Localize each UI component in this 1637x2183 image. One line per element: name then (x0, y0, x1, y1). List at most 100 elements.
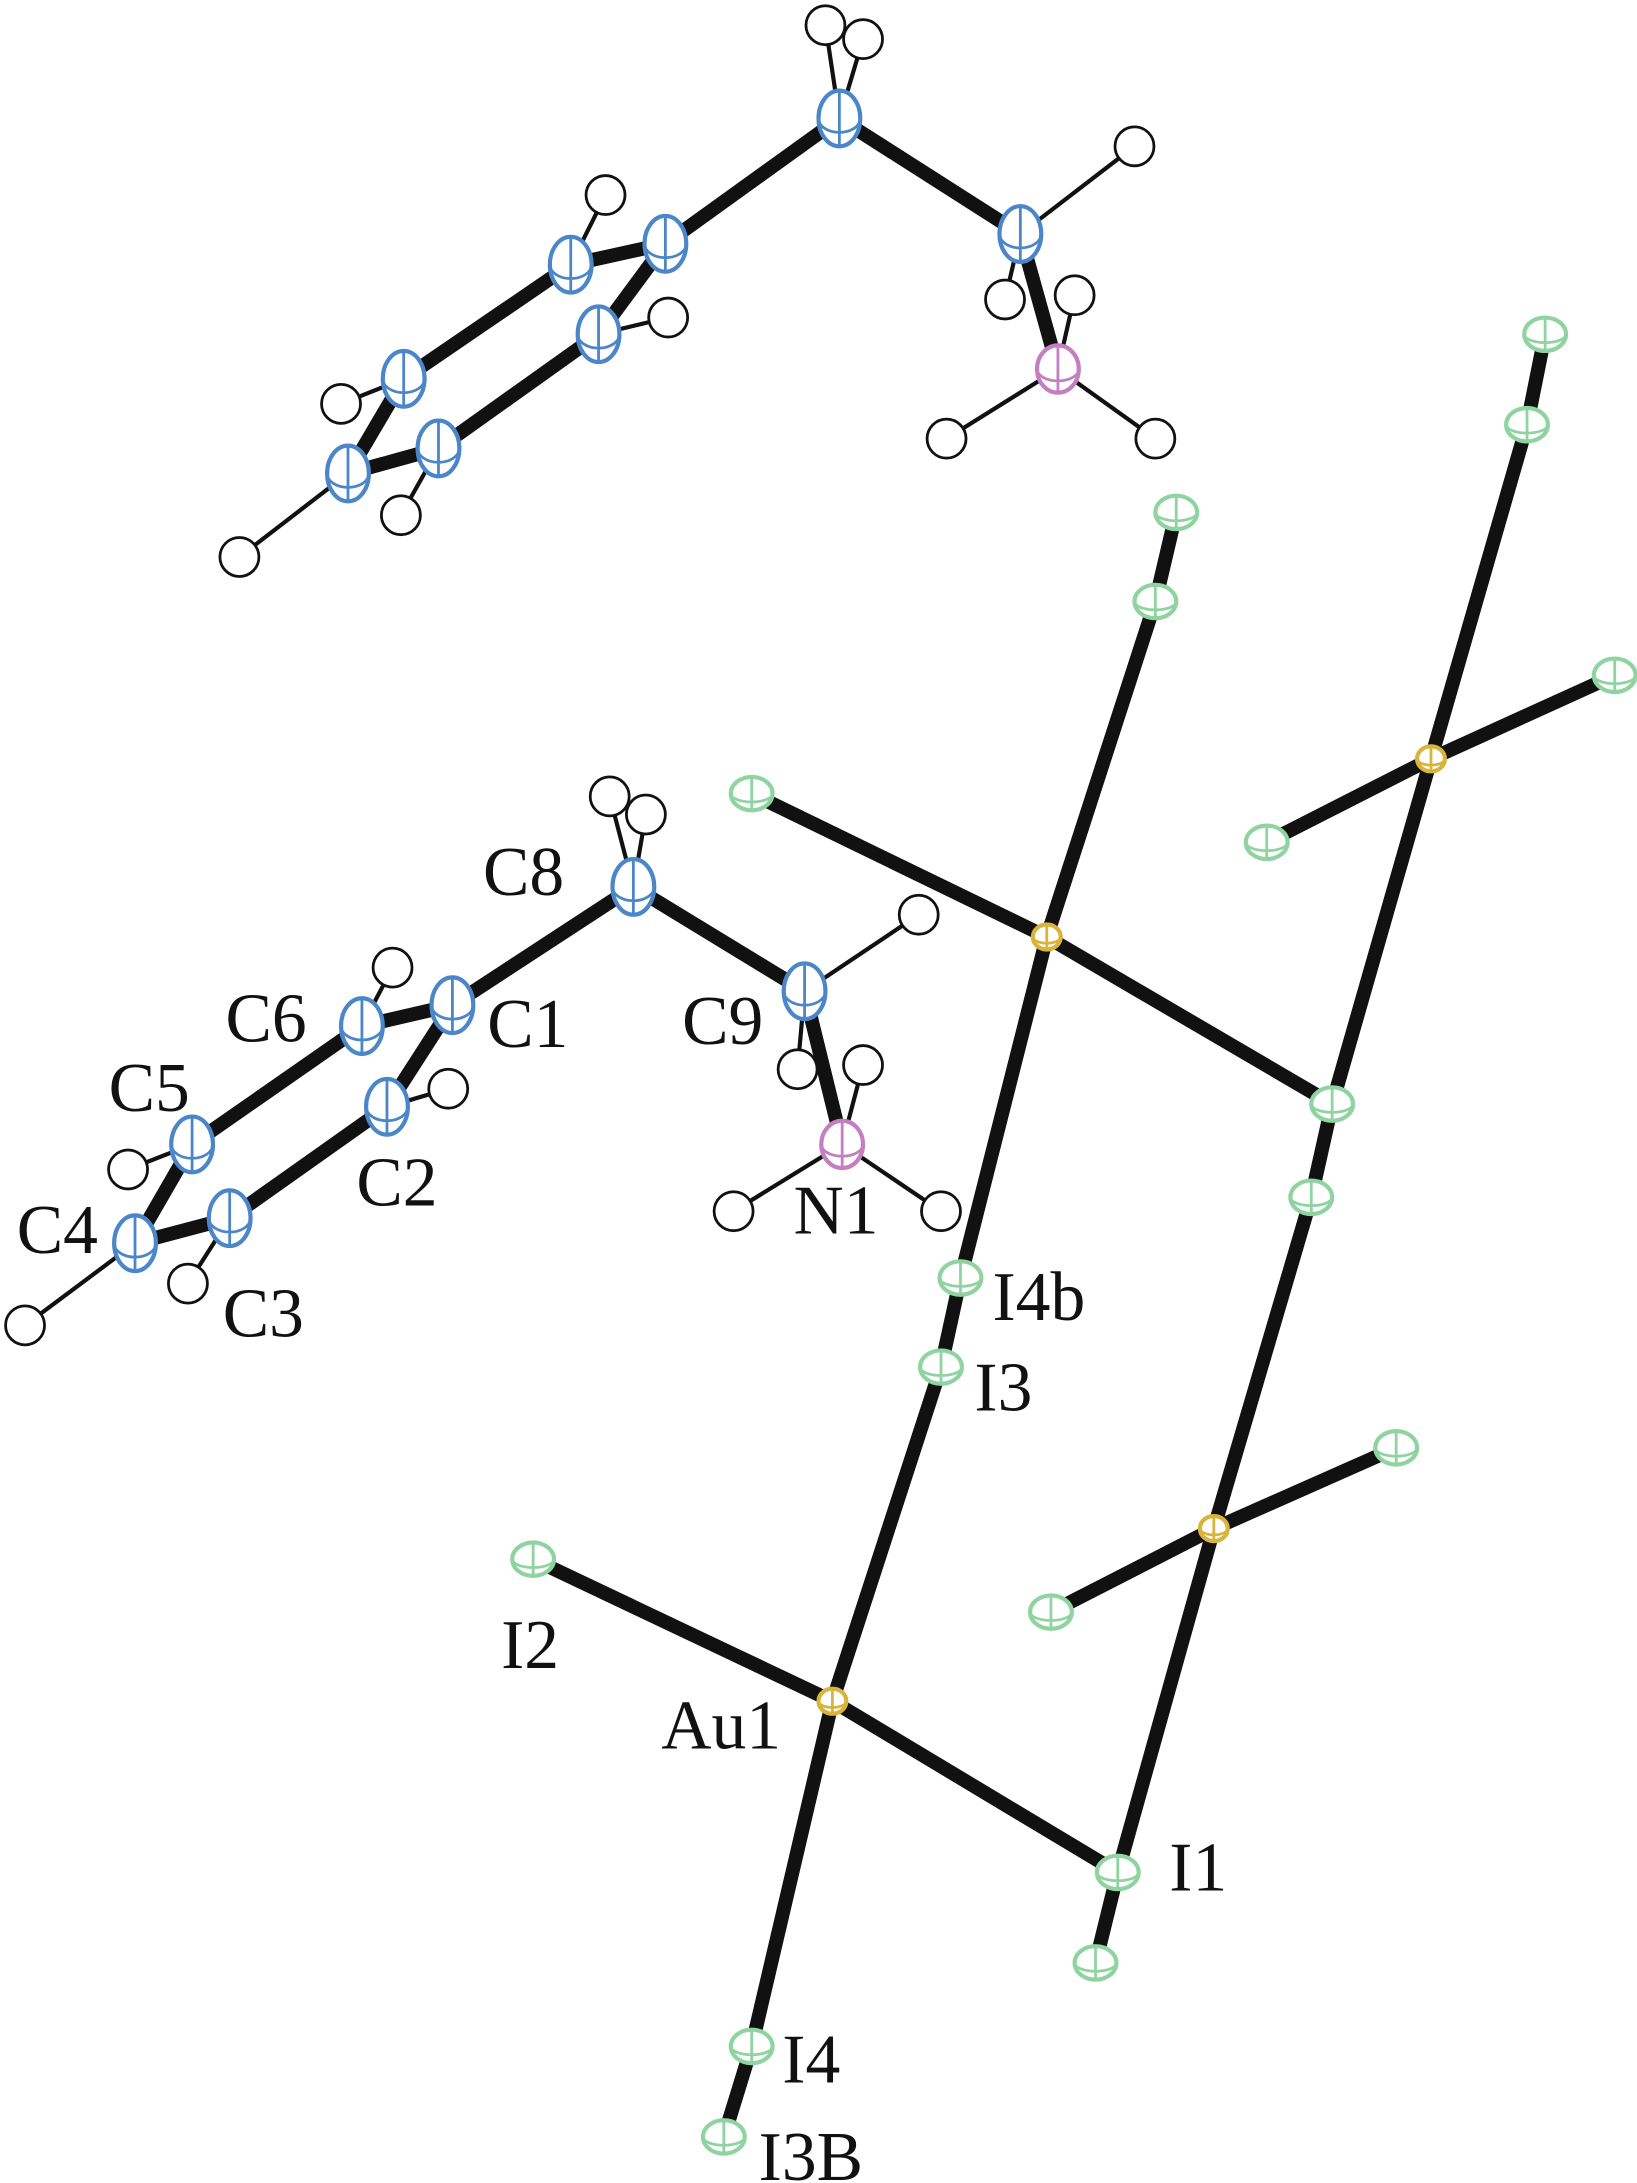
bond (1044, 1521, 1221, 1620)
carbon-atom-octant (364, 1078, 410, 1135)
iodine-atom-octant (1244, 825, 1289, 860)
label-C4: C4 (17, 1192, 98, 1269)
hydrogen-atom (1113, 125, 1156, 168)
carbon-atom-octant (381, 350, 426, 407)
hydrogen-atom (842, 1044, 884, 1086)
carbon-atom-octant (817, 90, 862, 147)
bond (396, 257, 578, 386)
label-I3B: I3B (759, 2119, 863, 2183)
gold-atom-octant (817, 1688, 848, 1714)
iodine-atom-octant (729, 2029, 774, 2064)
hydrogen-atom (4, 1304, 46, 1347)
iodine-atom-octant (729, 776, 774, 811)
label-I4: I4 (782, 2022, 840, 2099)
bond (1206, 1190, 1319, 1536)
label-C3: C3 (223, 1275, 304, 1352)
atom-labels: C8 C6 C1 C9 C5 C2 C4 C3 N1 I4b I3 I2 Au1… (17, 834, 1228, 2183)
iodine-atom-octant (1028, 1595, 1074, 1629)
hydrogen-atom (647, 296, 690, 339)
iodine-atom-octant (701, 2120, 747, 2154)
iodine-atom-octant (1504, 408, 1550, 442)
carbon-atom-octant (576, 306, 621, 363)
carbon-atom-octant (430, 977, 475, 1034)
bond (185, 1019, 369, 1152)
label-I3: I3 (974, 1349, 1032, 1426)
hydrogen-atom (371, 946, 414, 989)
hydrogen-atom (584, 174, 627, 216)
label-Au1: Au1 (661, 1688, 781, 1765)
iodine-atom-octant (1153, 495, 1199, 530)
hydrogen-atom (842, 18, 884, 61)
bond (445, 879, 641, 1013)
bonds (22, 23, 1622, 2144)
carbon-atom-octant (998, 206, 1043, 262)
label-C5: C5 (109, 1050, 190, 1127)
hydrogen-atom (320, 382, 362, 425)
hydrogen-atom (1053, 274, 1096, 317)
carbon-atom-octant (782, 963, 827, 1020)
label-C9: C9 (682, 983, 763, 1060)
bond (744, 1694, 840, 2054)
iodine-atom-octant (510, 1542, 556, 1576)
bond (825, 1694, 1125, 1880)
hydrogen-atom (427, 1067, 470, 1110)
bond (1039, 594, 1163, 944)
bond (1110, 1521, 1221, 1880)
gold-atom-octant (1198, 1516, 1230, 1542)
hydrogen-atom (167, 1262, 209, 1305)
iodine-atom-octant (1309, 1087, 1355, 1121)
hydrogen-atom (380, 494, 422, 537)
nitrogen-atom-octant (819, 1120, 865, 1169)
bond (626, 879, 812, 999)
hydrogen-atom (804, 4, 847, 47)
atoms (4, 4, 1637, 2156)
iodine-atom-octant (1133, 584, 1178, 619)
label-C2: C2 (356, 1145, 437, 1222)
label-N1: N1 (793, 1172, 878, 1249)
hydrogen-atom (712, 1190, 755, 1233)
hydrogen-atom (920, 1190, 962, 1233)
bond (744, 786, 1054, 944)
bond (1325, 751, 1438, 1111)
hydrogen-atom (625, 793, 667, 836)
hydrogen-atom (925, 417, 968, 460)
iodine-atom-octant (1373, 1431, 1419, 1465)
gold-atom-octant (1415, 746, 1447, 772)
bond (1259, 751, 1438, 850)
bond (1424, 668, 1622, 766)
bond (1039, 930, 1340, 1111)
hydrogen-atom (897, 893, 940, 936)
iodine-atom-octant (938, 1261, 983, 1295)
carbon-atom-octant (416, 420, 461, 477)
label-I2: I2 (501, 1607, 559, 1684)
label-I4b: I4b (993, 1259, 1086, 1336)
bond (222, 1099, 394, 1226)
carbon-atom-octant (611, 859, 656, 915)
nitrogen-atom-octant (1035, 345, 1081, 393)
label-I1: I1 (1169, 1830, 1227, 1907)
hydrogen-atom (984, 278, 1026, 321)
carbon-atom-octant (207, 1190, 252, 1247)
carbon-atom-octant (339, 998, 385, 1054)
label-C6: C6 (226, 980, 307, 1057)
bond (953, 930, 1054, 1285)
carbon-atom-octant (643, 215, 688, 272)
bond (1424, 417, 1534, 766)
iodine-atom-octant (918, 1350, 964, 1384)
iodine-atom-octant (1288, 1180, 1334, 1214)
label-C1: C1 (487, 986, 568, 1063)
hydrogen-atom (107, 1148, 149, 1191)
hydrogen-atom (1134, 417, 1177, 460)
bond (431, 327, 606, 456)
bond (526, 1552, 840, 1709)
iodine-atom-octant (1073, 1946, 1118, 1980)
hydrogen-atom (588, 775, 631, 818)
carbon-atom-octant (548, 236, 593, 293)
carbon-atom-octant (325, 445, 371, 502)
label-C8: C8 (483, 834, 564, 911)
bond (658, 111, 847, 251)
bond (832, 111, 1028, 241)
hydrogen-atom (218, 536, 261, 578)
iodine-atom-octant (1095, 1855, 1141, 1890)
